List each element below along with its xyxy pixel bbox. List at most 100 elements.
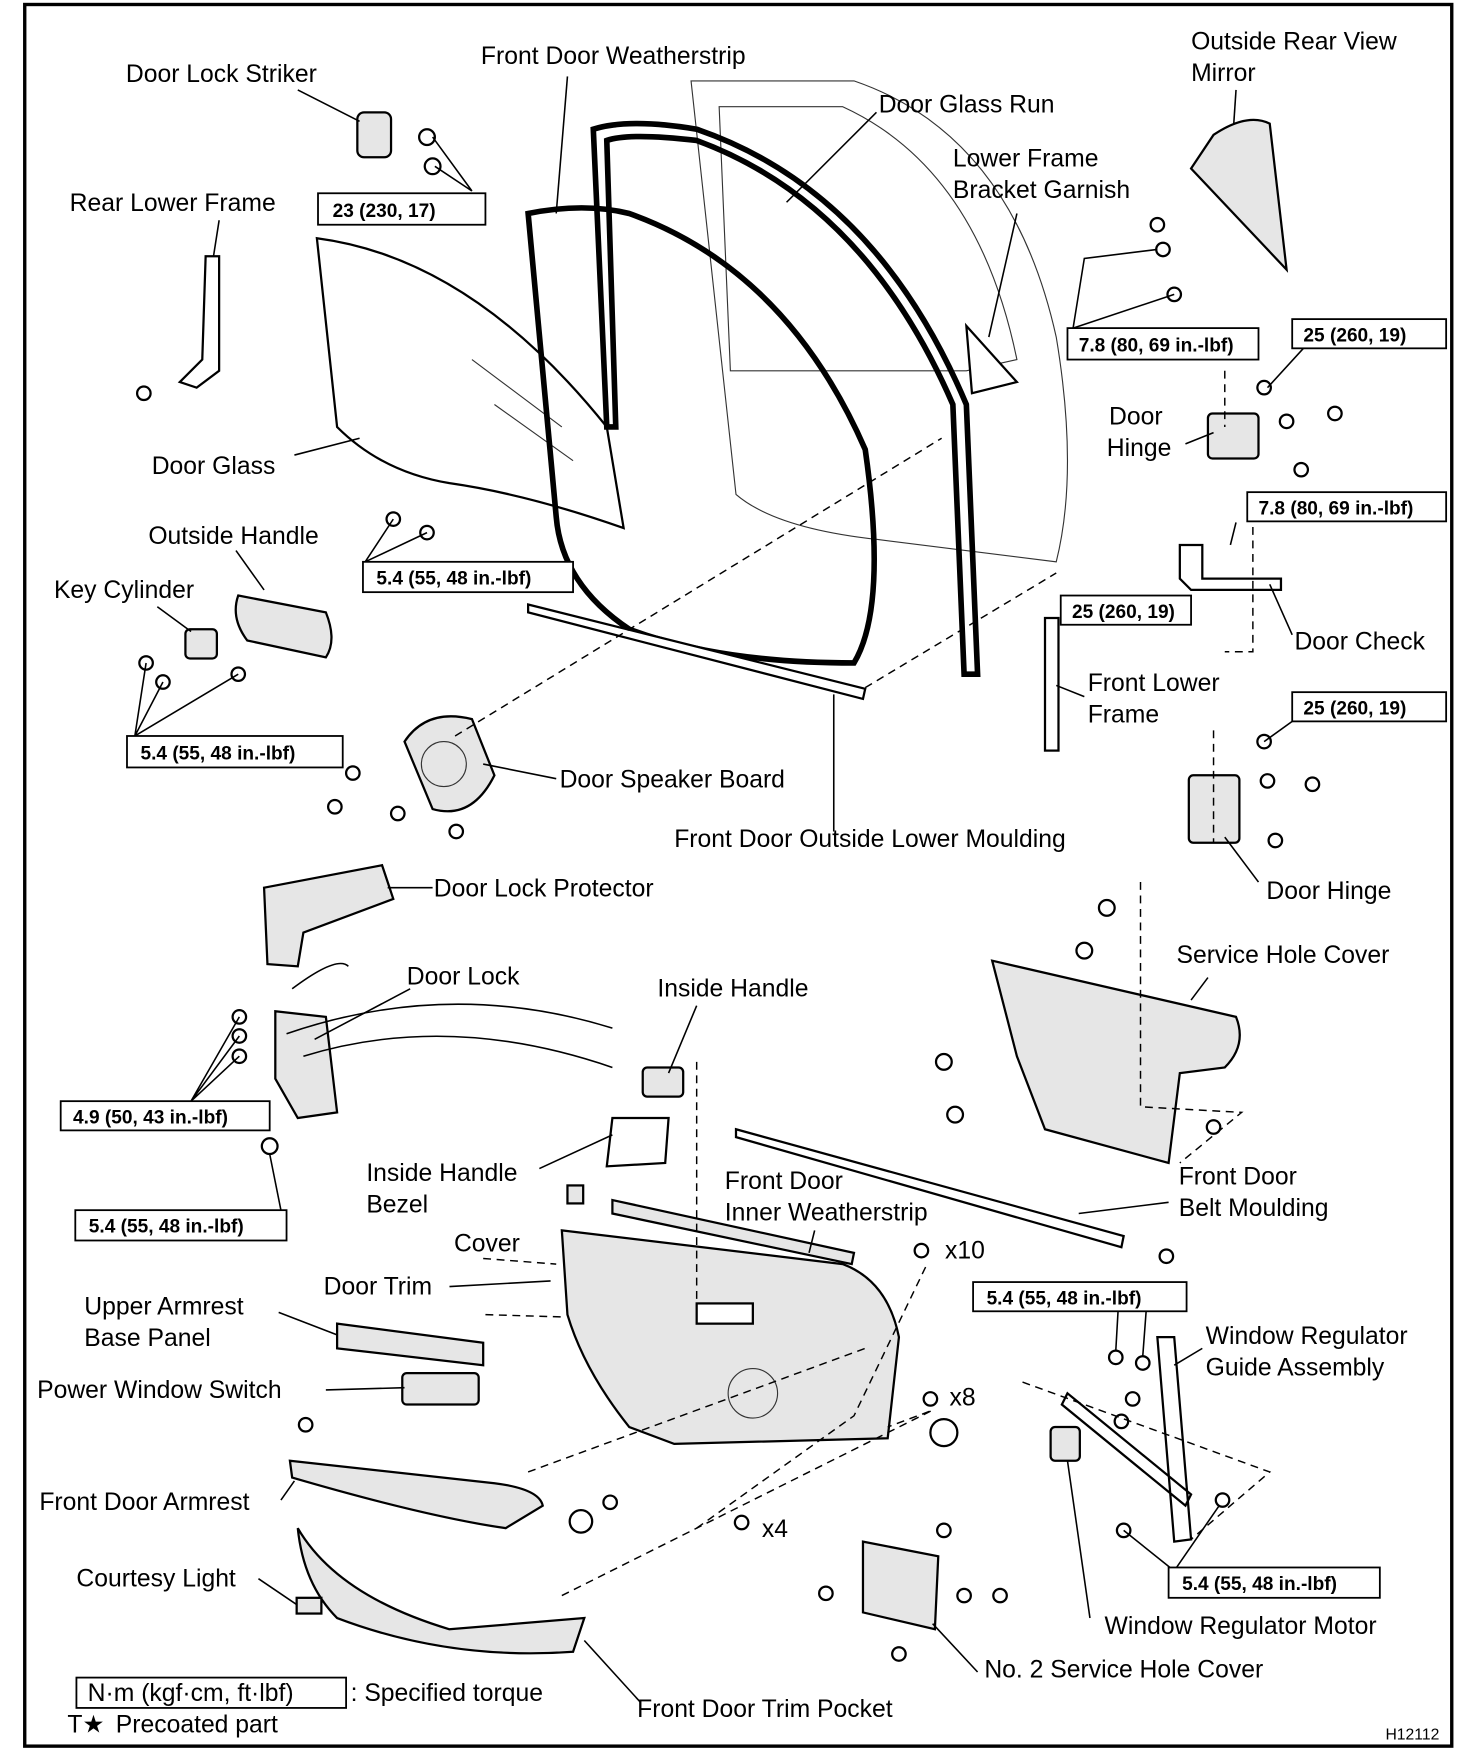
- label-lower-frame-bracket-garnish: Lower Frame: [953, 145, 1099, 172]
- label-front-door-inner-weatherstrip-2: Inner Weatherstrip: [725, 1199, 928, 1226]
- window-regulator-guide-part: [1060, 1336, 1193, 1543]
- label-front-door-trim-pocket: Front Door Trim Pocket: [637, 1696, 893, 1723]
- outside-handle-part: [234, 594, 333, 659]
- svg-text:25 (260, 19): 25 (260, 19): [1303, 326, 1406, 347]
- torque-spec-hinge-lower: 25 (260, 19): [1291, 691, 1448, 723]
- legend: N·m (kgf·cm, ft·lbf) : Specified torque …: [67, 1676, 543, 1739]
- courtesy-light-part: [295, 1596, 323, 1615]
- label-door-hinge-lower: Door Hinge: [1266, 878, 1391, 905]
- svg-text:5.4 (55, 48 in.-lbf): 5.4 (55, 48 in.-lbf): [1182, 1574, 1337, 1595]
- svg-text:7.8 (80, 69 in.-lbf): 7.8 (80, 69 in.-lbf): [1079, 336, 1234, 357]
- front-door-belt-moulding-part: [734, 1127, 1125, 1249]
- label-cover: Cover: [454, 1231, 520, 1258]
- label-inside-handle: Inside Handle: [657, 976, 808, 1003]
- label-front-door-belt-moulding: Front Door: [1179, 1163, 1297, 1190]
- label-door-glass: Door Glass: [152, 453, 276, 480]
- label-front-door-belt-moulding-2: Belt Moulding: [1179, 1195, 1329, 1222]
- torque-spec-door-lock: 4.9 (50, 43 in.-lbf): [59, 1100, 271, 1132]
- label-lower-frame-bracket-garnish-2: Bracket Garnish: [953, 177, 1130, 204]
- label-upper-armrest-base-panel: Upper Armrest: [84, 1294, 243, 1321]
- svg-text:7.8 (80, 69 in.-lbf): 7.8 (80, 69 in.-lbf): [1258, 499, 1413, 520]
- label-door-check: Door Check: [1294, 628, 1425, 655]
- label-x8: x8: [949, 1385, 975, 1412]
- label-outside-handle: Outside Handle: [148, 523, 318, 550]
- label-door-glass-run: Door Glass Run: [879, 91, 1055, 118]
- label-outside-rear-view-mirror: Outside Rear View: [1191, 28, 1397, 55]
- torque-spec-regulator-motor: 5.4 (55, 48 in.-lbf): [1167, 1566, 1381, 1599]
- outside-rear-view-mirror-part: [1189, 118, 1289, 273]
- upper-armrest-base-panel-part: [335, 1322, 485, 1367]
- front-door-trim-pocket-part: [296, 1527, 586, 1655]
- leader-lines: [134, 76, 1305, 1703]
- torque-spec-glass: 5.4 (55, 48 in.-lbf): [362, 560, 574, 594]
- label-no2-service-hole-cover: No. 2 Service Hole Cover: [984, 1657, 1263, 1684]
- front-door-armrest-part: [288, 1459, 544, 1530]
- door-lock-protector-part: [262, 863, 395, 968]
- frame-border: [23, 2, 1454, 1748]
- label-front-door-armrest: Front Door Armrest: [39, 1489, 249, 1516]
- label-inside-handle-bezel: Inside Handle: [366, 1160, 517, 1187]
- door-glass-part: [315, 236, 626, 530]
- part-labels: Door Lock Striker Front Door Weatherstri…: [37, 28, 1426, 1722]
- door-glass-run-part: [590, 120, 981, 677]
- svg-text:4.9 (50, 43 in.-lbf): 4.9 (50, 43 in.-lbf): [73, 1108, 228, 1129]
- torque-spec-front-lower-frame: 25 (260, 19): [1059, 594, 1192, 626]
- label-x10: x10: [945, 1237, 985, 1264]
- assembly-lines: [454, 370, 1272, 1597]
- window-regulator-motor-part: [1049, 1425, 1081, 1462]
- label-window-regulator-motor: Window Regulator Motor: [1105, 1613, 1377, 1640]
- torque-spec-handle: 5.4 (55, 48 in.-lbf): [126, 735, 344, 769]
- lower-frame-bracket-garnish-part: [964, 322, 1019, 395]
- label-window-regulator-guide-2: Guide Assembly: [1206, 1354, 1385, 1381]
- label-key-cylinder: Key Cylinder: [54, 577, 194, 604]
- door-body-outline: [690, 80, 1069, 563]
- front-door-inner-weatherstrip-part: [611, 1198, 856, 1266]
- key-cylinder-part: [184, 628, 219, 660]
- label-door-hinge-upper: Door: [1109, 404, 1163, 431]
- svg-text:25 (260, 19): 25 (260, 19): [1303, 699, 1406, 720]
- label-door-speaker-board: Door Speaker Board: [560, 767, 785, 794]
- door-trim-part: [560, 1229, 901, 1446]
- label-power-window-switch: Power Window Switch: [37, 1377, 282, 1404]
- svg-text:5.4 (55, 48 in.-lbf): 5.4 (55, 48 in.-lbf): [140, 744, 295, 765]
- label-outside-rear-view-mirror-2: Mirror: [1191, 60, 1256, 87]
- label-front-door-weatherstrip: Front Door Weatherstrip: [481, 43, 746, 70]
- door-hinge-upper-part: [1206, 412, 1260, 460]
- label-door-trim: Door Trim: [324, 1273, 433, 1300]
- inside-handle-bezel-part: [605, 1116, 670, 1168]
- label-window-regulator-guide: Window Regulator: [1206, 1323, 1408, 1350]
- service-hole-cover-part: [990, 959, 1241, 1165]
- label-front-lower-frame-2: Frame: [1088, 701, 1159, 728]
- torque-spec-mirror: 7.8 (80, 69 in.-lbf): [1066, 327, 1260, 361]
- front-lower-frame-part: [1043, 616, 1060, 752]
- label-inside-handle-bezel-2: Bezel: [366, 1191, 428, 1218]
- svg-text:23 (230, 17): 23 (230, 17): [333, 201, 436, 222]
- torque-spec-lock-protector: 5.4 (55, 48 in.-lbf): [74, 1209, 288, 1242]
- rear-lower-frame-part: [177, 255, 221, 389]
- svg-text:5.4 (55, 48 in.-lbf): 5.4 (55, 48 in.-lbf): [376, 568, 531, 589]
- door-lock-striker-part: [356, 111, 393, 159]
- label-door-lock: Door Lock: [407, 963, 520, 990]
- label-front-door-outside-lower-moulding: Front Door Outside Lower Moulding: [674, 826, 1066, 853]
- svg-text:25 (260, 19): 25 (260, 19): [1072, 602, 1175, 623]
- door-lock-part: [274, 1010, 339, 1120]
- label-door-lock-protector: Door Lock Protector: [434, 876, 654, 903]
- label-rear-lower-frame: Rear Lower Frame: [70, 190, 276, 217]
- label-courtesy-light: Courtesy Light: [76, 1566, 236, 1593]
- torque-spec-check: 7.8 (80, 69 in.-lbf): [1246, 491, 1448, 523]
- label-front-lower-frame: Front Lower: [1088, 670, 1220, 697]
- label-service-hole-cover: Service Hole Cover: [1176, 942, 1389, 969]
- door-check-part: [1178, 543, 1283, 592]
- label-door-hinge-upper-2: Hinge: [1107, 435, 1172, 462]
- legend-precoat-desc: Precoated part: [116, 1712, 278, 1739]
- front-door-outside-lower-moulding-part: [527, 603, 867, 701]
- legend-torque-unit: N·m (kgf·cm, ft·lbf): [88, 1680, 294, 1707]
- svg-text:5.4 (55, 48 in.-lbf): 5.4 (55, 48 in.-lbf): [987, 1289, 1142, 1310]
- label-door-lock-striker: Door Lock Striker: [126, 61, 317, 88]
- torque-spec-hinge-upper: 25 (260, 19): [1291, 318, 1448, 350]
- inside-handle-part: [641, 1066, 685, 1098]
- label-upper-armrest-base-panel-2: Base Panel: [84, 1325, 210, 1352]
- door-speaker-board-part: [403, 715, 496, 813]
- figure-id: H12112: [1385, 1726, 1439, 1743]
